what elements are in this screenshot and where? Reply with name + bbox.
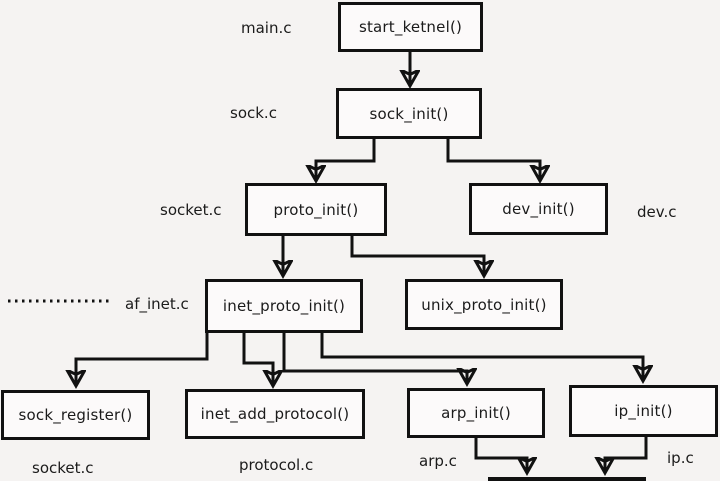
file-label-main-c: main.c xyxy=(241,19,292,37)
edge-inet-to-ip-init xyxy=(320,331,643,379)
cutoff-box-top-edge xyxy=(488,477,646,481)
edge-sock-init-to-proto-init xyxy=(316,137,376,179)
file-label-sock-c: sock.c xyxy=(230,104,277,122)
node-sock-init: sock_init() xyxy=(336,88,482,139)
edge-proto-init-to-unix-proto-init xyxy=(350,234,484,274)
node-proto-init: proto_init() xyxy=(245,183,387,236)
edge-arp-init-to-cutoff-box xyxy=(474,436,527,471)
edge-sock-init-to-dev-init xyxy=(446,137,540,179)
file-label-dev-c: dev.c xyxy=(637,203,677,221)
file-label-socket-c-mid: socket.c xyxy=(160,201,222,219)
node-arp-init: arp_init() xyxy=(407,388,545,438)
edge-inet-to-inet-add-protocol xyxy=(242,331,273,384)
edge-inet-to-arp-init xyxy=(282,331,467,382)
node-inet-add-protocol: inet_add_protocol() xyxy=(185,389,365,439)
node-start-kernel: start_ketnel() xyxy=(338,2,483,52)
file-label-af-inet-c: af_inet.c xyxy=(125,295,189,313)
node-unix-proto-init: unix_proto_init() xyxy=(405,279,563,330)
file-label-protocol-c: protocol.c xyxy=(239,456,314,474)
node-ip-init: ip_init() xyxy=(569,385,718,437)
node-inet-proto-init: inet_proto_init() xyxy=(205,279,363,333)
file-label-socket-c-bottom: socket.c xyxy=(32,459,94,477)
edge-inet-to-sock-register xyxy=(76,331,209,384)
edge-ip-init-to-cutoff-box xyxy=(605,435,648,471)
node-sock-register: sock_register() xyxy=(1,390,150,440)
file-label-arp-c: arp.c xyxy=(419,452,457,470)
node-dev-init: dev_init() xyxy=(469,183,608,235)
file-label-ip-c: ip.c xyxy=(667,449,694,467)
